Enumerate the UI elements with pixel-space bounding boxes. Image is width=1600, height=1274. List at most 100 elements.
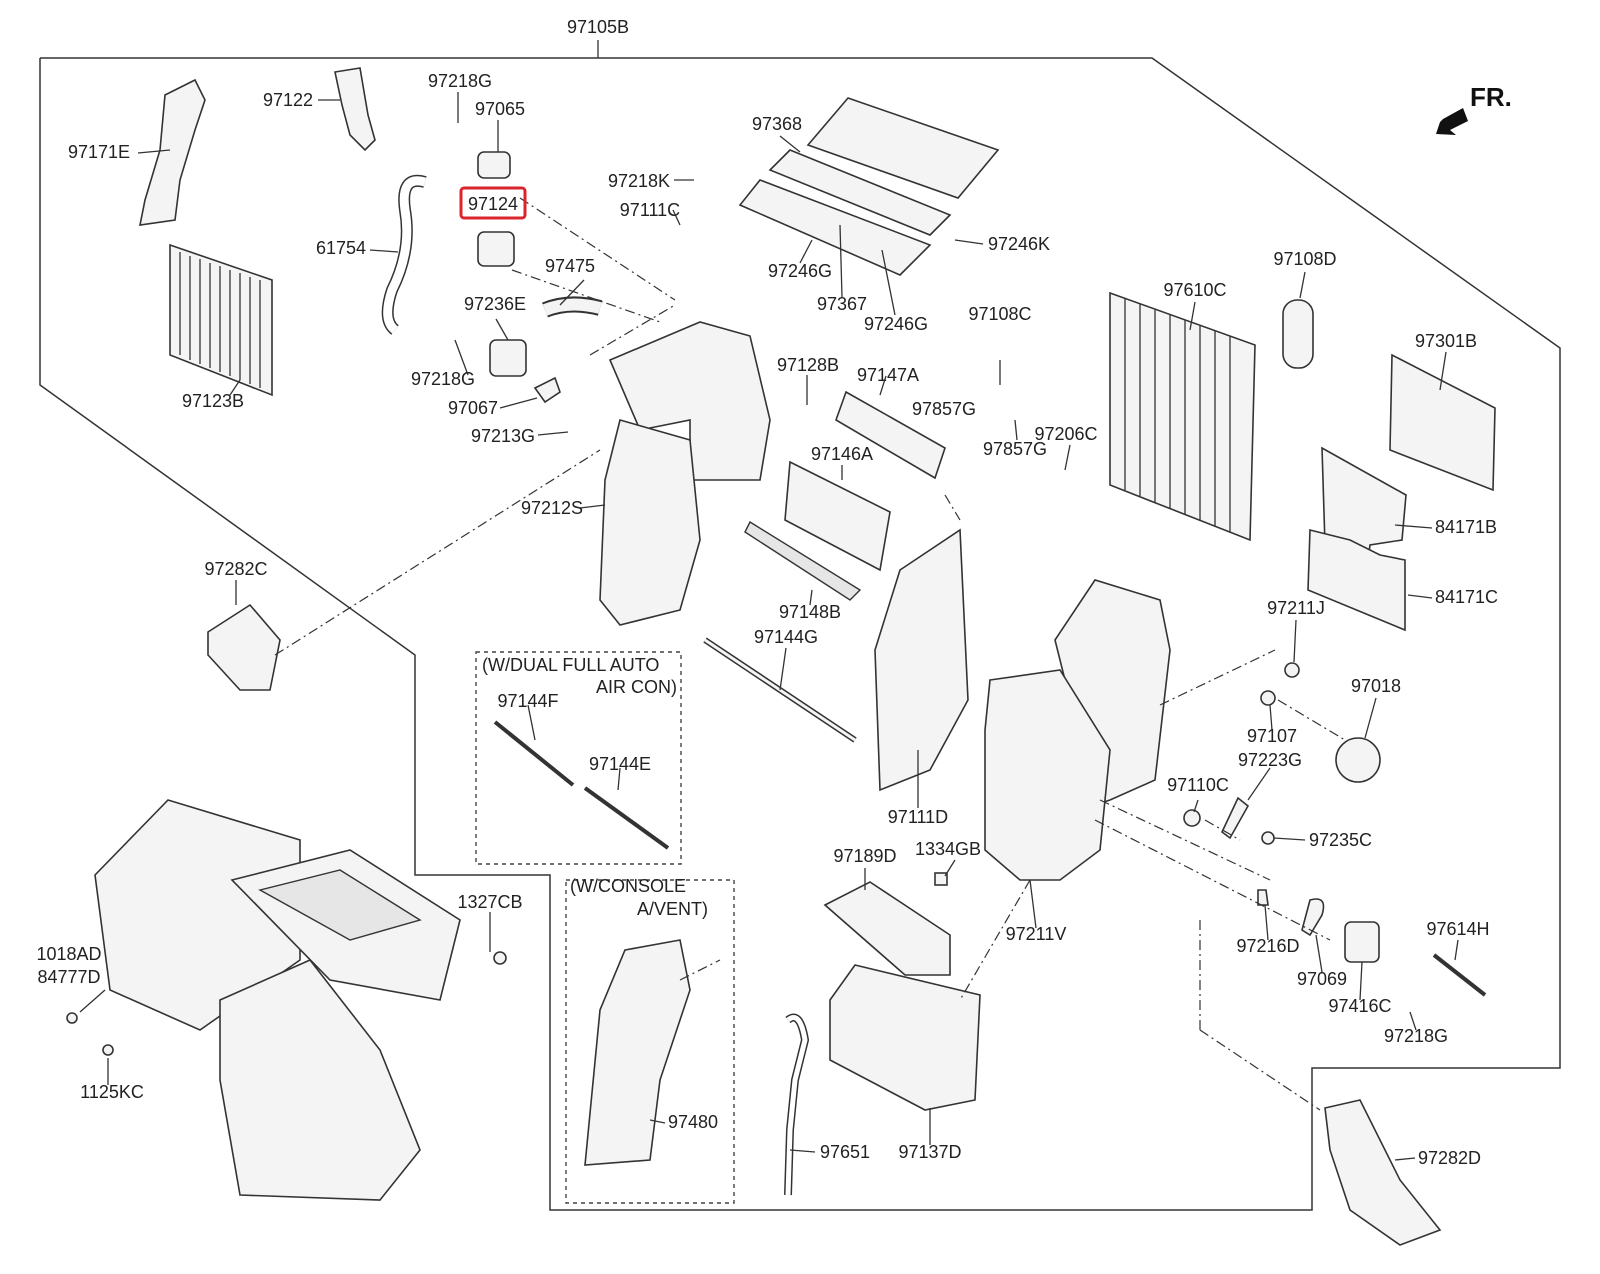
door-97146a-shape (784, 460, 891, 572)
label-97235c: 97235C (1309, 830, 1372, 850)
label-1334gb: 1334GB (915, 839, 981, 859)
highlight-box-97124[interactable] (459, 186, 527, 220)
nut-97235c-shape (1261, 831, 1275, 845)
label-97144e: 97144E (589, 754, 651, 774)
actuator-97124-shape (477, 231, 515, 267)
label-97148b: 97148B (779, 602, 841, 622)
seal-97108d-shape (1282, 299, 1314, 369)
door-97147a-shape (835, 390, 946, 480)
label-1327cb: 1327CB (457, 892, 522, 912)
label-97368: 97368 (752, 114, 802, 134)
variant-dual-auto-line1: (W/DUAL FULL AUTO (482, 655, 659, 675)
lever-97069-shape (1301, 898, 1325, 937)
label-97367: 97367 (817, 294, 867, 314)
evaporator-shape (1109, 291, 1256, 542)
label-97128b: 97128B (777, 355, 839, 375)
label-97144g: 97144G (754, 627, 818, 647)
assembled-hvac-unit-shape (66, 799, 507, 1201)
side-duct-97282c-shape (207, 603, 281, 691)
label-97171e: 97171E (68, 142, 130, 162)
label-97111c: 97111C (620, 200, 680, 220)
label-97189d: 97189D (833, 846, 896, 866)
label-97246g-left: 97246G (768, 261, 832, 281)
label-97069: 97069 (1297, 969, 1347, 989)
lower-case-shape (984, 579, 1171, 881)
pipe-cover-97122-shape (334, 67, 376, 152)
upper-case-shape (599, 321, 771, 626)
label-97111d: 97111D (888, 807, 948, 827)
sensor-97614h-shape (1432, 953, 1487, 997)
actuator-97018-shape (1335, 737, 1381, 783)
variant-dual-auto-line2: AIR CON) (596, 677, 677, 697)
label-97213g: 97213G (471, 426, 535, 446)
label-97211j: 97211J (1267, 598, 1325, 618)
clip-97216d-shape (1257, 889, 1269, 906)
link-97148b-shape (744, 521, 862, 601)
label-97614h: 97614H (1426, 919, 1489, 939)
front-arrow-icon (1436, 108, 1468, 135)
label-97123b: 97123B (182, 391, 244, 411)
label-97018: 97018 (1351, 676, 1401, 696)
label-97108c: 97108C (968, 304, 1031, 324)
label-97144f: 97144F (497, 691, 558, 711)
label-97246k: 97246K (988, 234, 1050, 254)
lever-97223g-shape (1220, 796, 1250, 840)
bracket-97171e-shape (138, 78, 206, 226)
label-61754: 61754 (316, 238, 366, 258)
label-97218g-right: 97218G (1384, 1026, 1448, 1046)
variant-console-line2: A/VENT) (637, 899, 708, 919)
label-97206c: 97206C (1034, 424, 1097, 444)
label-1018ad: 1018AD (36, 944, 101, 964)
label-97301b: 97301B (1415, 331, 1477, 351)
variant-box-dual-auto (475, 651, 682, 865)
label-97223g: 97223G (1238, 750, 1302, 770)
label-97282c: 97282C (204, 559, 267, 579)
label-97107: 97107 (1247, 726, 1297, 746)
label-97212s: 97212S (521, 498, 583, 518)
label-97108d: 97108D (1273, 249, 1336, 269)
label-97105b: 97105B (567, 17, 629, 37)
leader-lines (79, 92, 1459, 1161)
variant-console-line1: (W/CONSOLE (570, 876, 686, 896)
label-97282d: 97282D (1418, 1148, 1481, 1168)
label-84777d: 84777D (37, 967, 100, 987)
dashed-connectors (274, 197, 1346, 1111)
label-97857g-b: 97857G (983, 439, 1047, 459)
actuator-97065-shape (477, 151, 511, 179)
label-97211v: 97211V (1006, 924, 1067, 944)
label-97065: 97065 (475, 99, 525, 119)
label-97218g-top: 97218G (428, 71, 492, 91)
cover-97189d-shape (823, 881, 951, 976)
label-97216d: 97216D (1236, 936, 1299, 956)
label-97067: 97067 (448, 398, 498, 418)
assembly-outline (39, 40, 1561, 1211)
label-84171c: 84171C (1435, 587, 1498, 607)
label-97137d: 97137D (898, 1142, 961, 1162)
label-97124[interactable]: 97124 (468, 194, 518, 214)
label-97146a: 97146A (811, 444, 873, 464)
pad-97301b-shape (1389, 353, 1496, 492)
label-97236e: 97236E (464, 294, 526, 314)
heater-core-shape (169, 118, 331, 397)
clip-97107-shape (1260, 690, 1276, 706)
console-duct-97480-shape (584, 939, 691, 1166)
label-97416c: 97416C (1328, 996, 1391, 1016)
actuator-97416c-shape (1344, 921, 1380, 963)
label-97246g-right: 97246G (864, 314, 928, 334)
front-indicator-label: FR. (1470, 82, 1512, 112)
label-97651: 97651 (820, 1142, 870, 1162)
rod-97144e-shape (583, 786, 670, 850)
lever-97067-shape (533, 376, 561, 404)
clip-97211j-shape (1284, 662, 1300, 678)
clip-1334gb-shape (934, 872, 948, 886)
label-84171b: 84171B (1435, 517, 1497, 537)
label-97480: 97480 (668, 1112, 718, 1132)
label-97475: 97475 (545, 256, 595, 276)
bushing-97110c-shape (1183, 809, 1201, 827)
label-97857g-a: 97857G (912, 399, 976, 419)
variant-box-console (565, 879, 735, 1204)
rod-97144f-shape (493, 720, 575, 787)
pan-97137d-shape (829, 964, 981, 1111)
label-97218g-mid: 97218G (411, 369, 475, 389)
